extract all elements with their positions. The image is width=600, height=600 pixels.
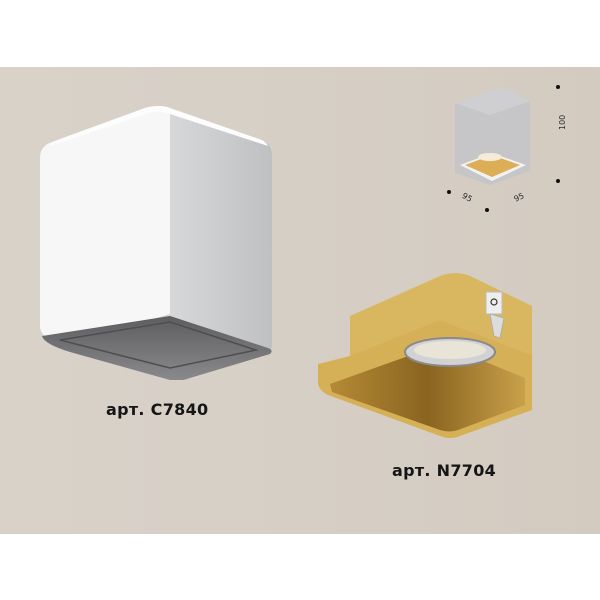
white-housing-image <box>40 106 272 380</box>
dimension-lamp-image <box>455 88 530 185</box>
mounting-clip-icon <box>485 291 503 315</box>
dimension-marker <box>556 85 560 89</box>
dimension-marker <box>485 208 489 212</box>
product-label-c7840: арт. C7840 <box>106 400 209 419</box>
product-label-n7704: арт. N7704 <box>392 461 497 480</box>
dimension-marker <box>447 190 451 194</box>
height-dimension: 100 <box>558 114 567 130</box>
gold-ring-image <box>318 273 532 438</box>
dimension-marker <box>556 179 560 183</box>
